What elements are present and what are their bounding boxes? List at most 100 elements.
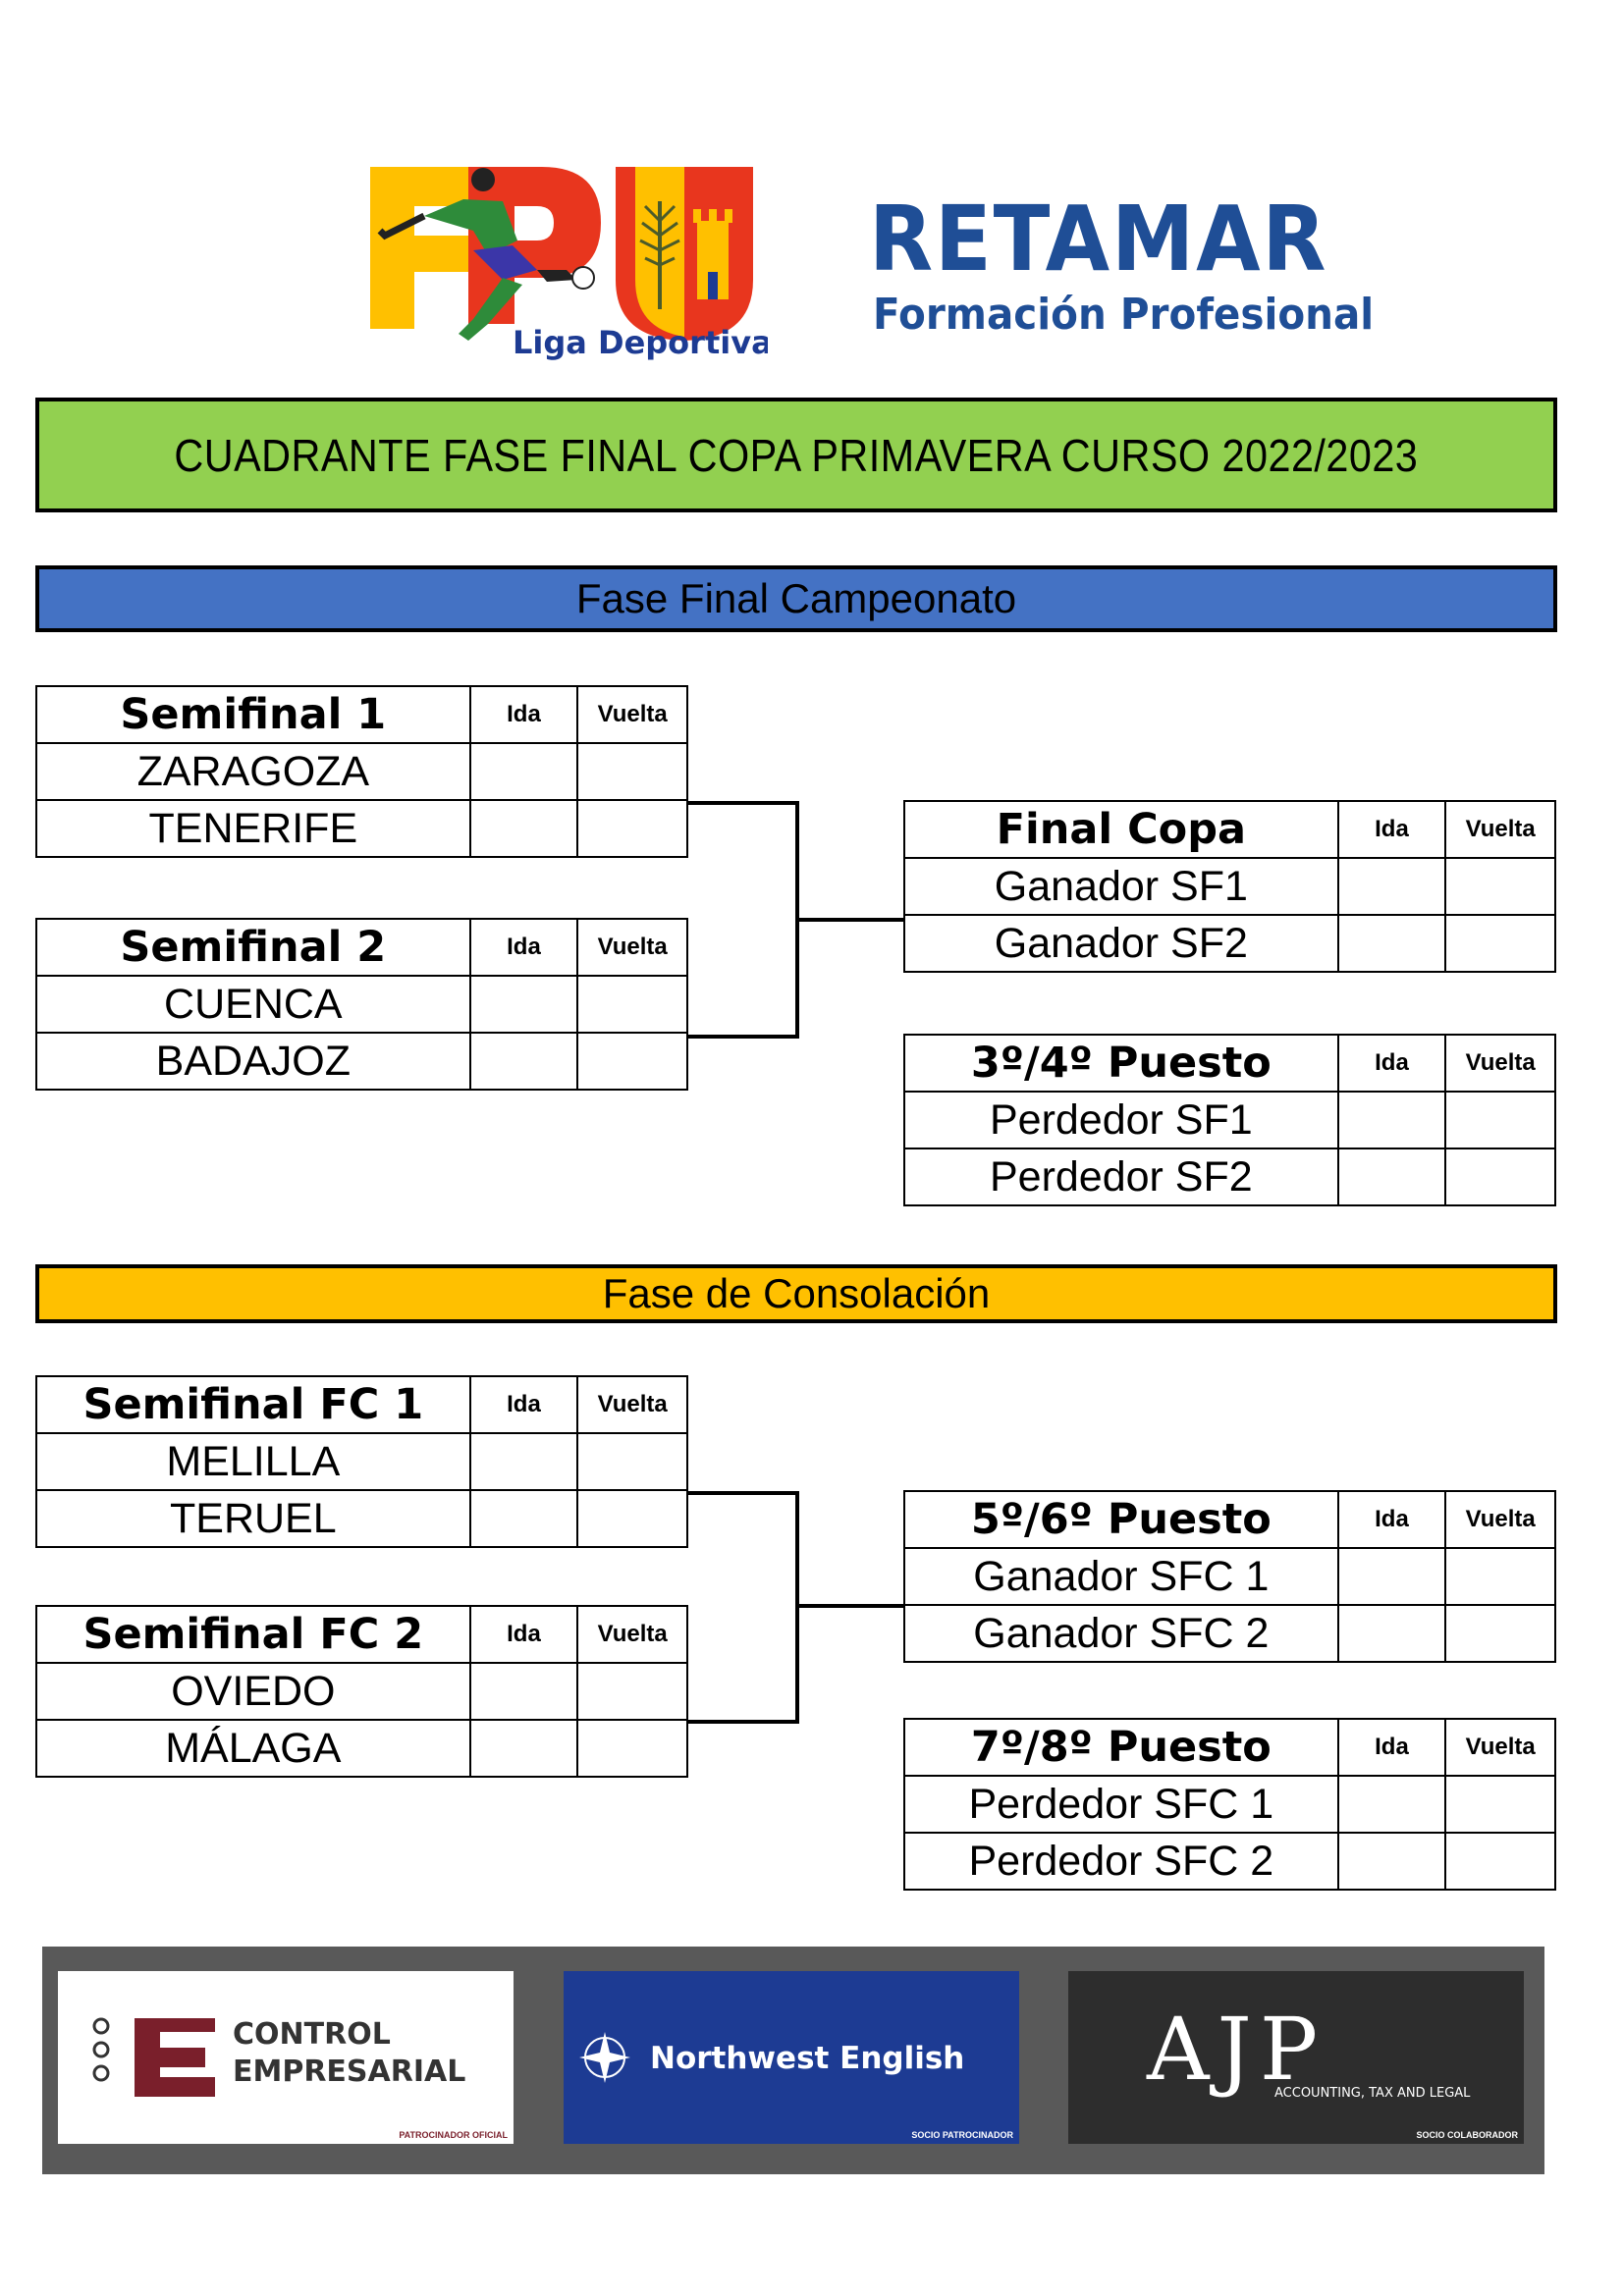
- col-vuelta: Vuelta: [1465, 1734, 1536, 1760]
- match-title: 7º/8º Puesto: [905, 1720, 1339, 1775]
- team-name: Ganador SFC 2: [905, 1606, 1339, 1661]
- score-vuelta: [1446, 1093, 1554, 1148]
- sponsor-tag: PATROCINADOR OFICIAL: [399, 2130, 508, 2140]
- compass-icon: [579, 2032, 630, 2083]
- score-ida: [1339, 916, 1447, 971]
- score-vuelta: [1446, 916, 1554, 971]
- match-title: Final Copa: [905, 802, 1339, 857]
- match-title: Semifinal 2: [37, 920, 471, 975]
- bracket-connector: [688, 1035, 799, 1039]
- score-ida: [1339, 859, 1447, 914]
- score-vuelta: [578, 1434, 686, 1489]
- team-name: Perdedor SFC 1: [905, 1777, 1339, 1832]
- northwest-english-logo: Northwest English: [579, 2032, 964, 2083]
- col-vuelta: Vuelta: [1465, 816, 1536, 842]
- sponsor-northwest-english: Northwest English SOCIO PATROCINADOR: [564, 1971, 1019, 2144]
- team-name: TERUEL: [37, 1491, 471, 1546]
- col-ida: Ida: [1339, 1720, 1447, 1775]
- score-ida: [1339, 1093, 1447, 1148]
- score-vuelta: [1446, 1549, 1554, 1604]
- score-ida: [1339, 1149, 1447, 1204]
- score-ida: [471, 1721, 579, 1776]
- team-name: ZARAGOZA: [37, 744, 471, 799]
- col-ida: Ida: [471, 920, 579, 975]
- sponsor-bar: CONTROL EMPRESARIAL PATROCINADOR OFICIAL…: [42, 1947, 1544, 2174]
- score-vuelta: [1446, 1149, 1554, 1204]
- score-vuelta: [578, 977, 686, 1032]
- match-title: 5º/6º Puesto: [905, 1492, 1339, 1547]
- score-vuelta: [578, 1034, 686, 1089]
- team-name: Perdedor SF1: [905, 1093, 1339, 1148]
- score-vuelta: [1446, 859, 1554, 914]
- team-name: Perdedor SF2: [905, 1149, 1339, 1204]
- sponsor-tag: SOCIO PATROCINADOR: [911, 2130, 1013, 2140]
- fpu-logo-subtitle: Liga Deportiva: [513, 324, 768, 361]
- col-ida: Ida: [1339, 1036, 1447, 1091]
- score-ida: [471, 1034, 579, 1089]
- fpu-liga-deportiva-logo: Liga Deportiva: [370, 167, 768, 361]
- team-name: OVIEDO: [37, 1664, 471, 1719]
- campeonato-title: Fase Final Campeonato: [575, 575, 1017, 621]
- team-name: Perdedor SFC 2: [905, 1834, 1339, 1889]
- score-vuelta: [1446, 1606, 1554, 1661]
- sponsor-ajp: AJP ACCOUNTING, TAX AND LEGAL SOCIO COLA…: [1068, 1971, 1524, 2144]
- score-vuelta: [1446, 1834, 1554, 1889]
- score-ida: [1339, 1777, 1447, 1832]
- main-title-banner: CUADRANTE FASE FINAL COPA PRIMAVERA CURS…: [35, 398, 1557, 512]
- score-vuelta: [578, 801, 686, 856]
- col-ida: Ida: [1339, 1492, 1447, 1547]
- control-empresarial-logo: CONTROL EMPRESARIAL: [92, 2017, 465, 2097]
- score-ida: [471, 1434, 579, 1489]
- bracket-connector: [795, 1604, 905, 1608]
- match-title: Semifinal FC 2: [37, 1607, 471, 1662]
- consolacion-banner: Fase de Consolación: [35, 1264, 1557, 1323]
- score-ida: [1339, 1834, 1447, 1889]
- main-title-text: CUADRANTE FASE FINAL COPA PRIMAVERA CURS…: [174, 429, 1419, 481]
- ajp-sub: ACCOUNTING, TAX AND LEGAL: [1274, 2086, 1471, 2101]
- score-vuelta: [578, 1721, 686, 1776]
- team-name: MÁLAGA: [37, 1721, 471, 1776]
- retamar-subtitle: Formación Profesional: [873, 290, 1375, 340]
- ajp-logo: AJP ACCOUNTING, TAX AND LEGAL: [1146, 1999, 1471, 2101]
- retamar-title: RETAMAR: [869, 187, 1328, 292]
- control-line1: CONTROL: [233, 2017, 391, 2052]
- ajp-name: AJP: [1146, 1999, 1326, 2100]
- northwest-name: Northwest English: [650, 2041, 964, 2076]
- team-name: MELILLA: [37, 1434, 471, 1489]
- bracket-connector: [688, 1720, 799, 1724]
- score-ida: [471, 977, 579, 1032]
- bracket-connector: [688, 1491, 799, 1495]
- col-ida: Ida: [471, 1607, 579, 1662]
- col-vuelta: Vuelta: [597, 1391, 668, 1417]
- team-name: TENERIFE: [37, 801, 471, 856]
- score-ida: [471, 1491, 579, 1546]
- match-title: Semifinal FC 1: [37, 1377, 471, 1432]
- score-vuelta: [1446, 1777, 1554, 1832]
- consolacion-title: Fase de Consolación: [602, 1270, 991, 1316]
- col-ida: Ida: [471, 1377, 579, 1432]
- score-vuelta: [578, 1664, 686, 1719]
- score-ida: [1339, 1606, 1447, 1661]
- col-vuelta: Vuelta: [597, 934, 668, 960]
- col-vuelta: Vuelta: [597, 701, 668, 727]
- bracket-connector: [795, 918, 905, 922]
- match-title: 3º/4º Puesto: [905, 1036, 1339, 1091]
- control-line2: EMPRESARIAL: [233, 2055, 465, 2089]
- sponsor-control-empresarial: CONTROL EMPRESARIAL PATROCINADOR OFICIAL: [58, 1971, 514, 2144]
- col-vuelta: Vuelta: [597, 1621, 668, 1647]
- retamar-logo: RETAMAR Formación Profesional: [869, 187, 1374, 353]
- score-vuelta: [578, 744, 686, 799]
- team-name: BADAJOZ: [37, 1034, 471, 1089]
- score-vuelta: [578, 1491, 686, 1546]
- col-vuelta: Vuelta: [1465, 1049, 1536, 1076]
- team-name: Ganador SF2: [905, 916, 1339, 971]
- score-ida: [471, 1664, 579, 1719]
- sponsor-tag: SOCIO COLABORADOR: [1416, 2130, 1519, 2140]
